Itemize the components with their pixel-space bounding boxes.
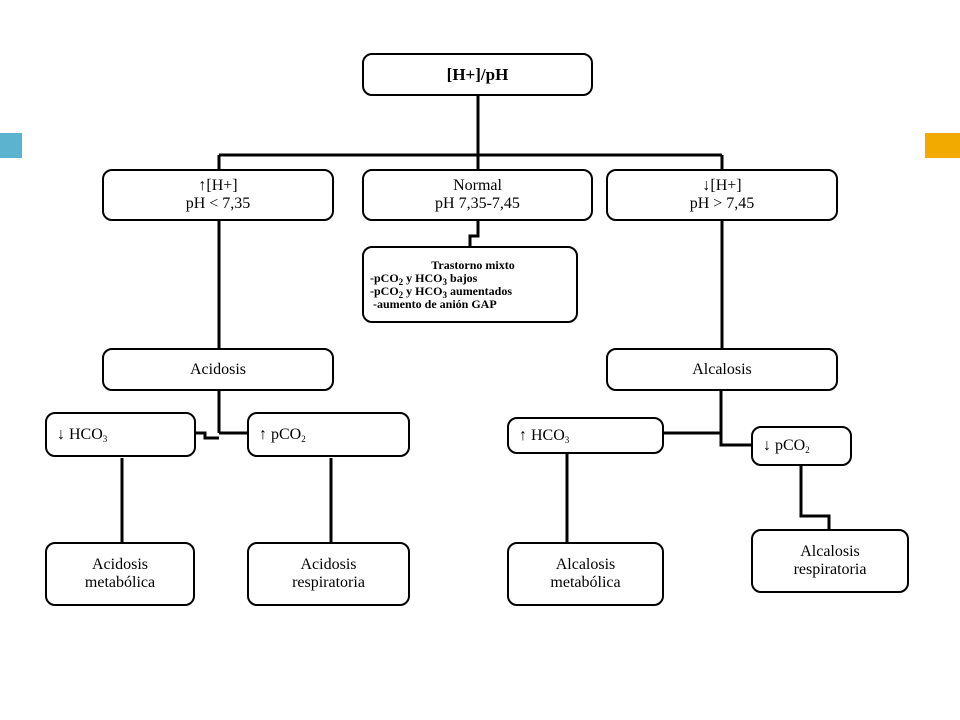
high-h-line1: ↑[H+] <box>198 177 238 194</box>
mixed-item-3: -aumento de anión GAP <box>370 296 497 311</box>
acid-metabolic-node: Acidosis metabólica <box>45 542 195 606</box>
root-label: [H+]/pH <box>446 64 509 84</box>
alk-hco3-label: ↑ HCO3 <box>519 426 570 445</box>
alcalosis-node: Alcalosis <box>606 348 838 391</box>
acid-metabolic-line2: metabólica <box>84 574 156 591</box>
alk-respiratory-line1: Alcalosis <box>800 543 860 560</box>
acidosis-node: Acidosis <box>102 348 334 391</box>
acid-respiratory-line2: respiratoria <box>292 574 365 591</box>
high-h-line2: pH < 7,35 <box>185 195 251 212</box>
connector-acid-hco3 <box>196 431 219 440</box>
high-h-node: ↑[H+] pH < 7,35 <box>102 169 334 221</box>
alcalosis-label: Alcalosis <box>692 360 752 378</box>
connector-alk-resp <box>799 465 831 530</box>
mixed-disorder-node: Trastorno mixto -pCO2 y HCO3 bajos -pCO2… <box>362 246 578 323</box>
connector-mixed <box>468 220 480 247</box>
acid-respiratory-line1: Acidosis <box>300 556 357 573</box>
alk-hco3-node: ↑ HCO3 <box>507 417 664 454</box>
alk-respiratory-node: Alcalosis respiratoria <box>751 529 909 593</box>
acid-hco3-label: ↓ HCO3 <box>57 425 108 444</box>
accent-bar-left <box>0 133 22 158</box>
acid-respiratory-node: Acidosis respiratoria <box>247 542 410 606</box>
alk-pco2-node: ↓ pCO2 <box>751 426 852 466</box>
acid-hco3-node: ↓ HCO3 <box>45 412 196 457</box>
alk-metabolic-line1: Alcalosis <box>555 556 616 573</box>
acid-pco2-node: ↑ pCO2 <box>247 412 410 457</box>
root-node: [H+]/pH <box>362 53 593 96</box>
acid-pco2-label: ↑ pCO2 <box>259 425 306 444</box>
low-h-line2: pH > 7,45 <box>689 195 755 212</box>
acid-metabolic-line1: Acidosis <box>92 556 148 573</box>
alk-metabolic-line2: metabólica <box>550 574 621 591</box>
accent-bar-right <box>925 133 960 158</box>
alk-metabolic-node: Alcalosis metabólica <box>507 542 664 606</box>
mixed-title: Trastorno mixto <box>431 257 515 272</box>
alk-respiratory-line2: respiratoria <box>793 561 867 578</box>
normal-line1: Normal <box>453 177 502 194</box>
mixed-item-1: -pCO2 y HCO3 bajos <box>370 270 478 287</box>
normal-node: Normal pH 7,35-7,45 <box>362 169 593 221</box>
mixed-item-2: -pCO2 y HCO3 aumentados <box>370 283 513 300</box>
low-h-line1: ↓[H+] <box>702 177 742 194</box>
alk-pco2-label: ↓ pCO2 <box>763 437 810 455</box>
normal-line2: pH 7,35-7,45 <box>435 195 520 212</box>
connector-alk-split <box>719 390 752 447</box>
low-h-node: ↓[H+] pH > 7,45 <box>606 169 838 221</box>
acidosis-label: Acidosis <box>190 360 246 378</box>
